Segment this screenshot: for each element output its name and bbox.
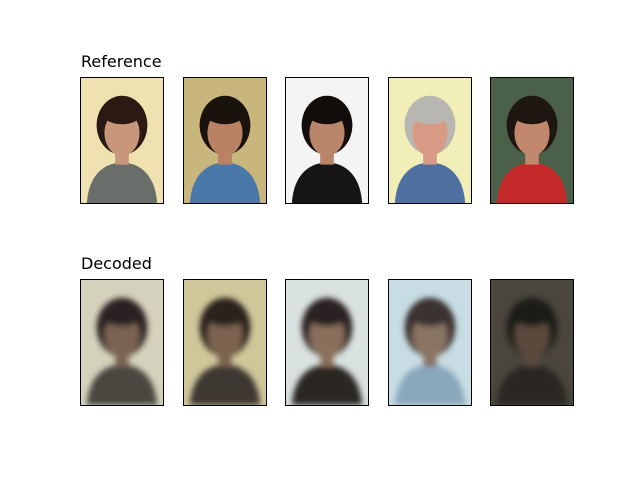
reference-face-3 — [285, 77, 369, 204]
reference-face-5 — [490, 77, 574, 204]
reference-face-2 — [183, 77, 267, 204]
decoded-face-1 — [80, 279, 164, 406]
decoded-row-title: Decoded — [81, 254, 152, 273]
reference-face-1 — [80, 77, 164, 204]
decoded-face-3 — [285, 279, 369, 406]
reference-face-4 — [388, 77, 472, 204]
reference-row-title: Reference — [81, 52, 162, 71]
decoded-face-2 — [183, 279, 267, 406]
decoded-face-5 — [490, 279, 574, 406]
decoded-face-4 — [388, 279, 472, 406]
